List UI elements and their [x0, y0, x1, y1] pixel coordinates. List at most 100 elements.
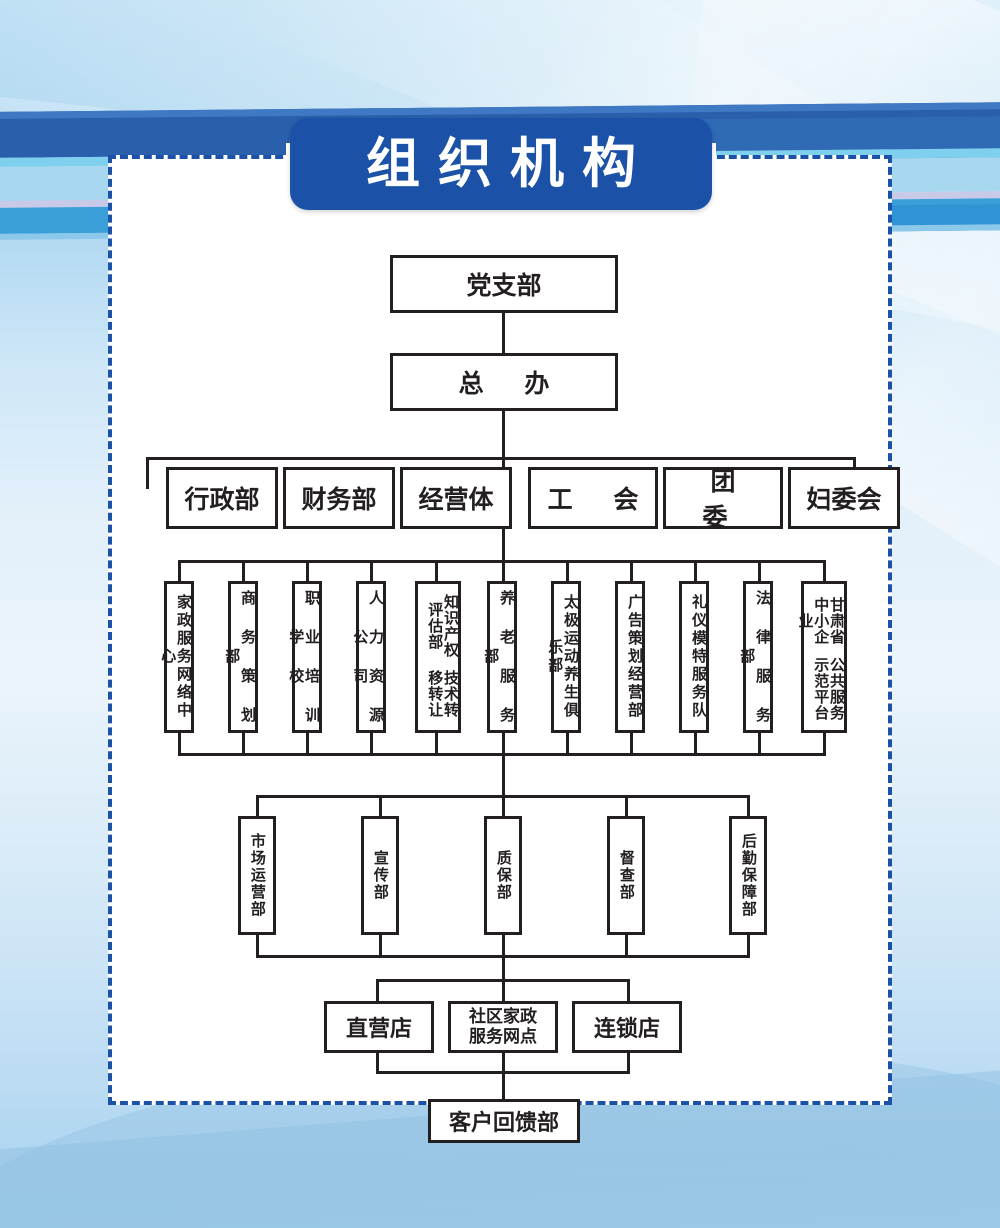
- node-supervision-dept[interactable]: 督查部: [607, 816, 645, 935]
- node-elderly-care-dept[interactable]: 养 老 服 务 部: [482, 581, 517, 733]
- riser-t4-9: [694, 733, 697, 755]
- node-market-operations-dept[interactable]: 市场运营部: [238, 816, 276, 935]
- node-label: 行政部: [184, 485, 260, 514]
- node-etiquette-model-team[interactable]: 礼仪模特服务队: [679, 581, 709, 733]
- node-label: 法 律 服 务 部: [738, 589, 772, 725]
- node-label-secondary: 技术转移转让: [426, 669, 460, 718]
- drop-tier6-2: [502, 979, 505, 1003]
- node-label: 质保部: [494, 850, 513, 901]
- drop-tier5-1: [256, 795, 259, 817]
- drop-tier4-1: [178, 560, 181, 582]
- node-admin-dept[interactable]: 行政部: [166, 467, 278, 529]
- riser-t4-7: [566, 733, 569, 755]
- riser-t4-5: [435, 733, 438, 755]
- drop-tier4-11: [823, 560, 826, 582]
- node-publicity-dept[interactable]: 宣传部: [361, 816, 399, 935]
- node-label: 客户回馈部: [448, 1111, 559, 1136]
- node-womens-committee[interactable]: 妇委会: [788, 467, 900, 529]
- riser-t6-1: [376, 1053, 379, 1073]
- drop-tier5-4: [625, 795, 628, 817]
- riser-t4-2: [242, 733, 245, 755]
- node-advertising-planning-dept[interactable]: 广告策划经营部: [615, 581, 645, 733]
- node-youth-league[interactable]: 团 委: [663, 467, 783, 532]
- node-label: 太极运动养生俱乐部: [546, 594, 580, 720]
- riser-t5-1: [256, 935, 259, 957]
- riser-t5-5: [747, 935, 750, 957]
- node-quality-assurance-dept[interactable]: 质保部: [484, 816, 522, 935]
- node-vocational-training-school[interactable]: 职 业 培 训 学 校: [287, 581, 322, 733]
- node-customer-feedback-dept[interactable]: 客户回馈部: [428, 1099, 580, 1143]
- bus-tier3: [146, 457, 856, 460]
- riser-t5-2: [379, 935, 382, 957]
- connector-t4-t5: [502, 753, 505, 797]
- node-gansu-sme-public-service-platform[interactable]: 甘肃省中小企业 公共服务示范平台: [797, 581, 847, 733]
- connector-t1-t2: [502, 313, 505, 353]
- node-label: 工 会: [547, 485, 655, 514]
- riser-t4-6: [502, 733, 505, 755]
- drop-tier4-2: [242, 560, 245, 582]
- riser-t5-4: [625, 935, 628, 957]
- riser-t4-11: [823, 733, 826, 755]
- node-label: 家政服务网络中心: [159, 594, 193, 720]
- node-direct-store[interactable]: 直营店: [324, 1001, 434, 1053]
- node-label: 直营店: [345, 1017, 412, 1042]
- drop-tier4-5: [435, 560, 438, 582]
- node-logistics-support-dept[interactable]: 后勤保障部: [729, 816, 767, 935]
- node-label: 团 委: [702, 467, 752, 532]
- bus-tier3-left-cap: [146, 457, 149, 489]
- node-label: 广告策划经营部: [626, 594, 644, 720]
- riser-t4-8: [630, 733, 633, 755]
- node-labor-union[interactable]: 工 会: [528, 467, 658, 529]
- node-chain-store[interactable]: 连锁店: [572, 1001, 682, 1053]
- riser-t6-3: [627, 1053, 630, 1073]
- node-business-entity[interactable]: 经营体: [400, 467, 512, 529]
- node-label: 经营体: [418, 485, 494, 514]
- drop-tier4-6: [502, 560, 505, 582]
- drop-tier4-7: [566, 560, 569, 582]
- drop-tier5-3: [502, 795, 505, 817]
- node-label: 知识产权评估部: [426, 593, 460, 658]
- riser-t4-3: [306, 733, 309, 755]
- node-human-resources-company[interactable]: 人 力 资 源 公 司: [351, 581, 386, 733]
- node-label: 宣传部: [371, 850, 390, 901]
- riser-t4-10: [758, 733, 761, 755]
- node-label: 市场运营部: [248, 833, 267, 918]
- riser-t6-2: [502, 1053, 505, 1073]
- drop-tier4-4: [370, 560, 373, 582]
- node-general-office[interactable]: 总 办: [390, 353, 618, 411]
- drop-tier4-3: [306, 560, 309, 582]
- riser-t5-3: [502, 935, 505, 957]
- node-label: 妇委会: [806, 485, 882, 514]
- org-chart: 党支部 总 办 行政部 财务部 经营体 工 会 团 委 妇委会: [108, 155, 900, 1143]
- node-party-branch[interactable]: 党支部: [390, 255, 618, 313]
- node-label: 督查部: [617, 850, 636, 901]
- drop-tier4-8: [630, 560, 633, 582]
- node-community-service-outlet[interactable]: 社区家政 服务网点: [448, 1001, 558, 1053]
- node-housekeeping-network-center[interactable]: 家政服务网络中心: [159, 581, 194, 733]
- node-label-line2: 服务网点: [469, 1027, 537, 1047]
- node-label: 人 力 资 源 公 司: [351, 589, 385, 725]
- node-label: 商 务 策 划 部: [223, 589, 257, 725]
- node-label-secondary: 公共服务示范平台: [812, 656, 846, 721]
- node-label: 后勤保障部: [739, 833, 758, 918]
- node-label: 连锁店: [593, 1017, 660, 1042]
- node-ip-valuation-tech-transfer-dept[interactable]: 知识产权评估部 技术转移转让: [415, 581, 461, 733]
- connector-t2-down: [502, 411, 505, 457]
- drop-tier4-9: [694, 560, 697, 582]
- drop-tier6-3: [627, 979, 630, 1003]
- drop-tier5-5: [747, 795, 750, 817]
- node-label: 财务部: [301, 485, 377, 514]
- page-title: 组织机构: [366, 132, 654, 195]
- node-legal-service-dept[interactable]: 法 律 服 务 部: [738, 581, 773, 733]
- connector-t6-t7: [502, 1071, 505, 1101]
- node-label: 职 业 培 训 学 校: [287, 589, 321, 725]
- riser-t4-1: [178, 733, 181, 755]
- node-label: 礼仪模特服务队: [690, 594, 708, 720]
- node-business-planning-dept[interactable]: 商 务 策 划 部: [223, 581, 258, 733]
- node-taichi-club[interactable]: 太极运动养生俱乐部: [546, 581, 581, 733]
- drop-tier6-1: [376, 979, 379, 1003]
- node-finance-dept[interactable]: 财务部: [283, 467, 395, 529]
- poster-title-plate: 组织机构: [290, 118, 712, 210]
- connector-t5-t6: [502, 955, 505, 981]
